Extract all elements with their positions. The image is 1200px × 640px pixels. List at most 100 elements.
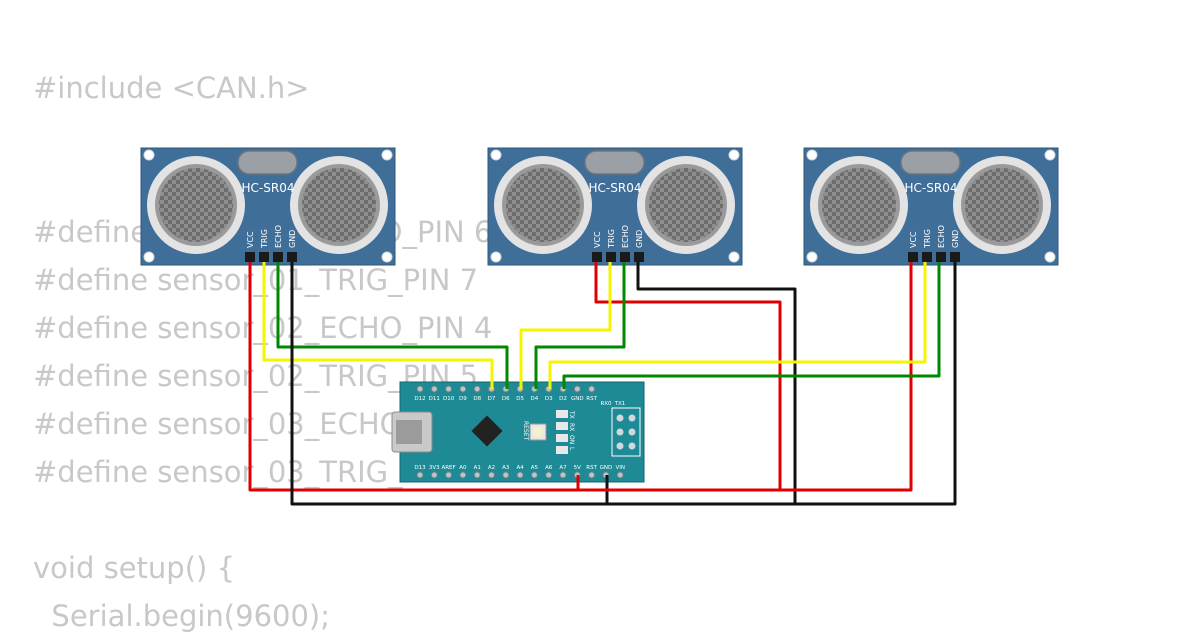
nano-pin-label: A4 [516, 465, 524, 471]
mount-hole [806, 251, 818, 263]
nano-pin-vin[interactable] [616, 471, 624, 479]
crystal-oscillator [237, 150, 298, 175]
pin-header [245, 252, 255, 262]
nano-pin-label: A3 [502, 465, 510, 471]
nano-pin-d13[interactable] [416, 471, 424, 479]
nano-pin-a2[interactable] [488, 471, 495, 479]
pin-label-trig: TRIG [607, 229, 616, 249]
mount-hole [381, 149, 393, 161]
wire-s1-echo[interactable] [276, 262, 509, 389]
nano-pin-3v3[interactable] [430, 471, 438, 479]
nano-pin-a7[interactable] [559, 471, 567, 479]
nano-pin-label: A6 [545, 465, 553, 471]
nano-pin-label: A1 [474, 465, 481, 471]
nano-pin-label: RST [586, 465, 597, 471]
nano-pin-label: AREF [441, 465, 455, 471]
nano-pin-d8[interactable] [473, 385, 481, 393]
nano-pin-label: D8 [473, 396, 481, 402]
wire-s2-trig[interactable] [519, 262, 612, 389]
nano-board [399, 381, 645, 483]
led-l [556, 446, 568, 454]
code-line: #define sensor_02_ECHO_PIN 4 [33, 311, 493, 345]
nano-pin-label: D13 [414, 465, 426, 471]
nano-pin-label: A0 [459, 465, 467, 471]
pin-header [908, 252, 918, 262]
pin-header [273, 252, 283, 262]
nano-pin-d9[interactable] [459, 385, 467, 393]
nano-pin-label: D5 [516, 396, 524, 402]
wire-s3-gnd[interactable] [607, 262, 957, 506]
wire-s2-echo[interactable] [534, 262, 626, 389]
sensor-model-label: HC-SR04 [242, 181, 295, 195]
pin-header [259, 252, 269, 262]
nano-pin-d12[interactable] [416, 385, 424, 393]
icsp-header [611, 407, 641, 457]
code-line: Serial.begin(9600); [33, 599, 331, 633]
wire-s3-trig[interactable] [548, 262, 927, 389]
led-label: L [568, 447, 575, 451]
transducer-mesh [649, 168, 723, 242]
code-line: #define sensor_01_TRIG_PIN 7 [33, 263, 479, 297]
nano-pin-label: A5 [531, 465, 539, 471]
transducer-mesh [159, 168, 233, 242]
pin-header [620, 252, 630, 262]
nano-pin-label: D7 [488, 396, 496, 402]
pin-label-echo: ECHO [937, 225, 946, 248]
pin-label-echo: ECHO [274, 225, 283, 248]
led-rx [556, 422, 568, 430]
nano-pin-a6[interactable] [545, 471, 553, 479]
nano-pin-rst[interactable] [588, 385, 596, 393]
mount-hole [143, 251, 155, 263]
mount-hole [1044, 149, 1056, 161]
pin-header [634, 252, 644, 262]
nano-pin-label: GND [600, 465, 613, 471]
nano-pin-label: D6 [502, 396, 510, 402]
pin-label-gnd: GND [635, 230, 644, 248]
mount-hole [381, 251, 393, 263]
nano-pin-label: D2 [559, 396, 567, 402]
mount-hole [490, 251, 502, 263]
transducer-mesh [302, 168, 376, 242]
nano-pin-label: D4 [531, 396, 539, 402]
nano-pin-d11[interactable] [430, 385, 438, 393]
nano-pin-label: RX0 [600, 401, 612, 407]
pin-label-vcc: VCC [246, 231, 255, 248]
nano-pin-label: D9 [459, 396, 467, 402]
pin-label-vcc: VCC [909, 231, 918, 248]
crystal-oscillator [900, 150, 961, 175]
nano-pin-label: 3V3 [429, 465, 440, 471]
led-label: TX [568, 410, 575, 419]
nano-pin-rst[interactable] [588, 471, 596, 479]
nano-pin-d10[interactable] [445, 385, 453, 393]
led-label: ON [568, 435, 575, 444]
code-background: #include <CAN.h>#define sensor_01_ECHO_P… [33, 64, 492, 640]
mount-hole [728, 251, 740, 263]
nano-pin-label: D11 [429, 396, 440, 402]
nano-pin-label: VIN [615, 465, 625, 471]
nano-pin-label: D3 [545, 396, 553, 402]
nano-pin-a3[interactable] [502, 471, 510, 479]
nano-pin-aref[interactable] [445, 471, 453, 479]
nano-pin-gnd[interactable] [573, 385, 581, 393]
nano-pin-label: D10 [443, 396, 455, 402]
pin-label-trig: TRIG [923, 229, 932, 249]
mount-hole [490, 149, 502, 161]
wire-s1-vcc[interactable] [248, 262, 580, 492]
nano-pin-a1[interactable] [473, 471, 481, 479]
wire-s3-echo[interactable] [562, 262, 941, 389]
led-on [556, 434, 568, 442]
wire-s1-trig[interactable] [262, 262, 494, 389]
nano-pin-a5[interactable] [530, 471, 538, 479]
pin-header [287, 252, 297, 262]
mount-hole [728, 149, 740, 161]
wire-s3-vcc[interactable] [578, 262, 913, 492]
pin-label-gnd: GND [288, 230, 297, 248]
nano-pin-a0[interactable] [459, 471, 467, 479]
nano-pin-label: RST [586, 396, 597, 402]
nano-pin-a4[interactable] [516, 471, 524, 479]
